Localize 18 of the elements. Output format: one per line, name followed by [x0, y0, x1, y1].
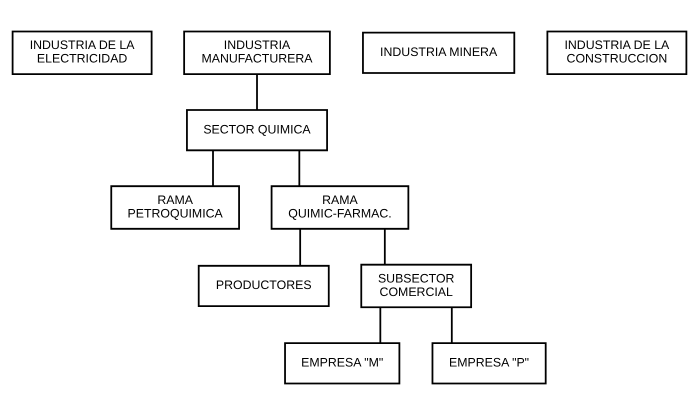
node-box: SECTOR QUIMICA [186, 109, 328, 152]
connector [450, 308, 453, 343]
node-box: INDUSTRIA DE LA ELECTRICIDAD [12, 30, 153, 75]
connector [299, 228, 302, 266]
node-box: INDUSTRIA MANUFACTURERA [183, 30, 331, 75]
node-box: EMPRESA "P" [432, 342, 547, 384]
node-box: RAMA QUIMIC-FARMAC. [270, 185, 410, 230]
connector [379, 308, 382, 343]
node-box: INDUSTRIA DE LA CONSTRUCCION [546, 30, 688, 75]
connector [384, 228, 386, 265]
connector [256, 74, 258, 110]
node-box: SUBSECTOR COMERCIAL [360, 264, 472, 308]
node-box: PRODUCTORES [198, 264, 330, 308]
node-box: EMPRESA "M" [284, 342, 400, 384]
connector [212, 150, 214, 186]
node-box: RAMA PETROQUIMICA [110, 185, 240, 230]
node-box: INDUSTRIA MINERA [362, 32, 516, 74]
connector [298, 150, 300, 186]
